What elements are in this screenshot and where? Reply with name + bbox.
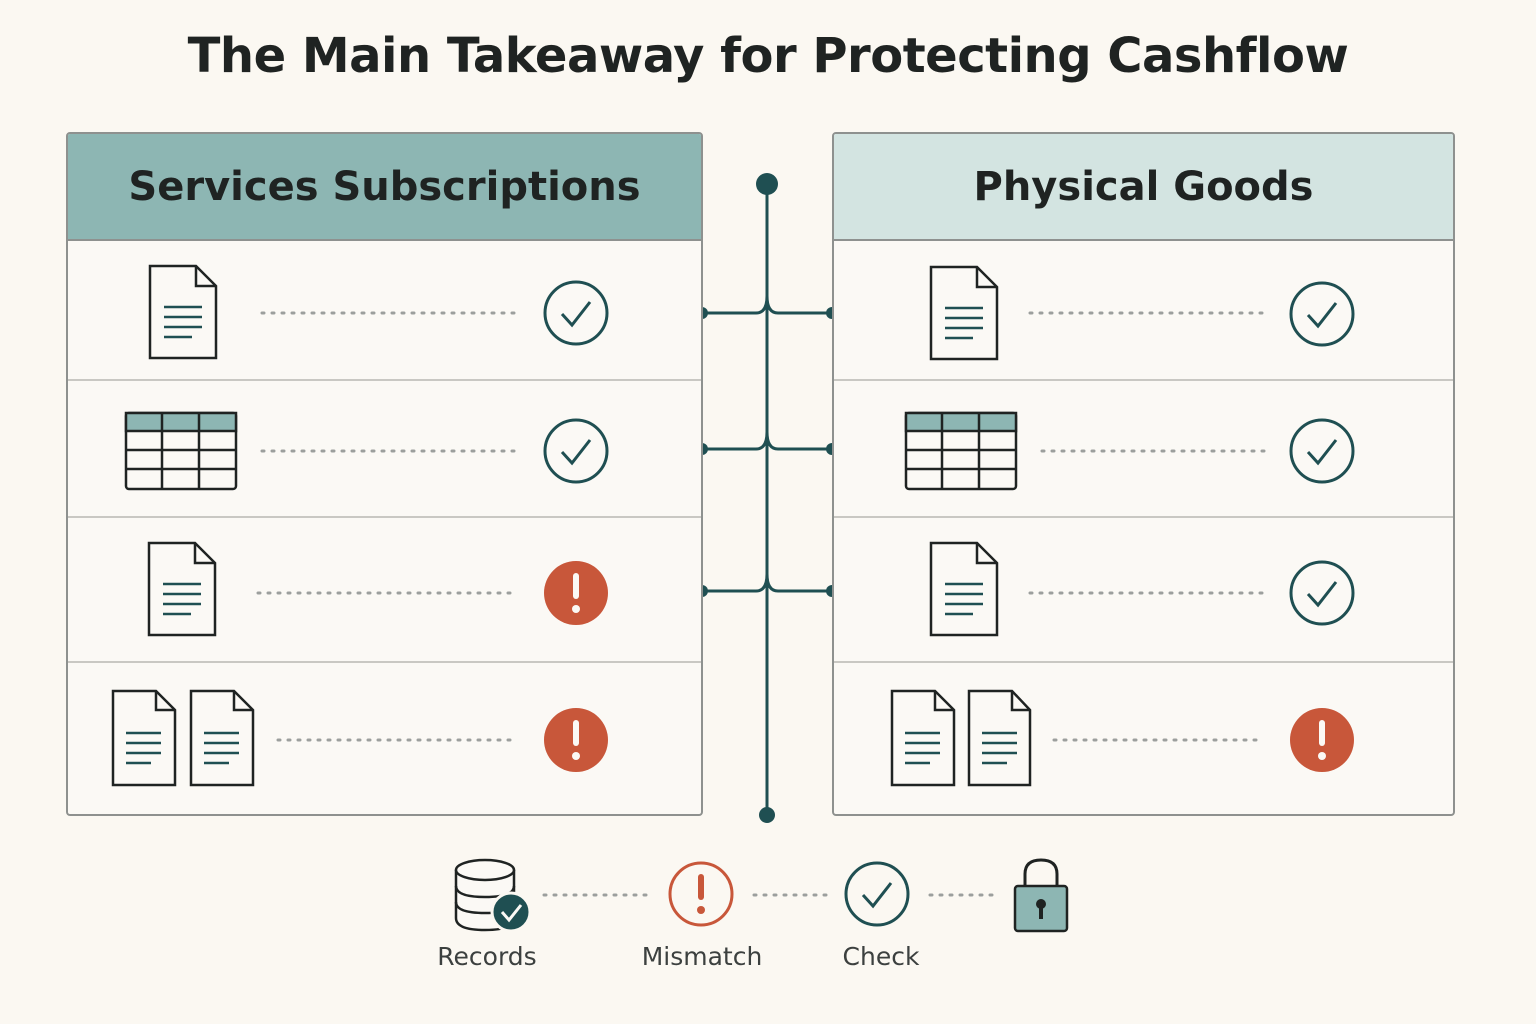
document-icon bbox=[929, 541, 999, 637]
check-circle-icon bbox=[1289, 560, 1355, 626]
check-circle-icon bbox=[543, 418, 609, 484]
two-documents-icon bbox=[111, 689, 255, 787]
table-row bbox=[834, 663, 1453, 814]
check-circle-icon bbox=[543, 280, 609, 346]
table-row bbox=[68, 663, 701, 814]
table-row bbox=[834, 518, 1453, 663]
padlock-icon bbox=[1013, 858, 1069, 933]
document-icon bbox=[148, 264, 218, 360]
legend-label-mismatch: Mismatch bbox=[641, 942, 763, 971]
two-documents-icon bbox=[890, 689, 1032, 787]
check-circle-icon bbox=[1289, 418, 1355, 484]
panel-header-services: Services Subscriptions bbox=[68, 134, 701, 241]
alert-circle-outline-icon bbox=[668, 861, 734, 927]
document-icon bbox=[929, 265, 999, 361]
alert-circle-icon bbox=[1290, 708, 1354, 772]
table-row bbox=[68, 241, 701, 381]
table-row bbox=[68, 381, 701, 518]
database-check-icon bbox=[454, 858, 532, 933]
check-circle-icon bbox=[1289, 281, 1355, 347]
legend-label-records: Records bbox=[437, 942, 537, 971]
legend-label-check: Check bbox=[842, 942, 920, 971]
services-subscriptions-panel: Services Subscriptions bbox=[66, 132, 703, 816]
table-row bbox=[834, 381, 1453, 518]
spreadsheet-icon bbox=[124, 411, 238, 491]
alert-circle-icon bbox=[544, 708, 608, 772]
alert-circle-icon bbox=[544, 561, 608, 625]
table-row bbox=[834, 241, 1453, 381]
spreadsheet-icon bbox=[904, 411, 1018, 491]
panel-header-physical-goods: Physical Goods bbox=[834, 134, 1453, 241]
table-row bbox=[68, 518, 701, 663]
physical-goods-panel: Physical Goods bbox=[832, 132, 1455, 816]
check-circle-icon bbox=[844, 861, 910, 927]
page-title: The Main Takeaway for Protecting Cashflo… bbox=[187, 28, 1349, 84]
document-icon bbox=[147, 541, 217, 637]
